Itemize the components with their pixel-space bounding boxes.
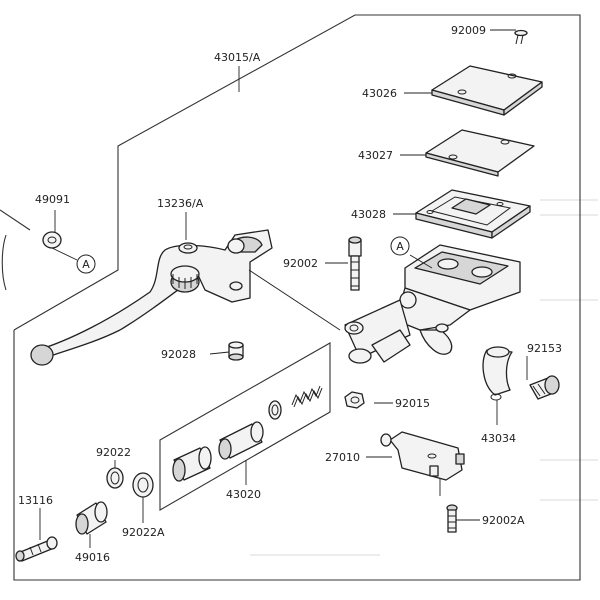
label-screw-top: 92009 — [451, 24, 486, 37]
clamp-bolt-92153 — [529, 375, 560, 400]
label-boot: 49016 — [75, 551, 110, 564]
part-labels: 43015/A 92009 43026 43027 43028 49091 13… — [18, 24, 562, 564]
nut-92015 — [344, 391, 365, 409]
pivot-bolt-92002 — [348, 236, 362, 291]
label-bolt-clamp: 92153 — [527, 342, 562, 355]
boot-49016 — [75, 501, 108, 535]
label-plate: 43027 — [358, 149, 393, 162]
label-nut-pivot: 92028 — [161, 348, 196, 361]
label-clamp: 43034 — [481, 432, 516, 445]
callout-a-left-label: A — [82, 258, 90, 271]
spring-92015 — [291, 385, 323, 408]
label-piston-kit: 43020 — [226, 488, 261, 501]
label-rod: 13116 — [18, 494, 53, 507]
background-ghost-text — [250, 199, 598, 556]
brake-lever-13236a — [30, 229, 273, 366]
switch-27010 — [380, 431, 465, 481]
label-switch: 27010 — [325, 451, 360, 464]
callout-a-right: A — [390, 236, 410, 256]
callout-a-right-label: A — [396, 240, 404, 253]
master-cylinder-body — [344, 244, 521, 364]
label-spring-nut: 92015 — [395, 397, 430, 410]
label-circlip: 92022 — [96, 446, 131, 459]
assembly-frame — [0, 14, 581, 581]
leader-lines — [39, 29, 528, 548]
label-ring-left: 49091 — [35, 193, 70, 206]
circlip-92022 — [106, 467, 124, 489]
label-washer: 92022A — [122, 526, 165, 539]
label-screw-switch: 92002A — [482, 514, 525, 527]
screw-92009 — [514, 29, 528, 45]
rod-13116 — [15, 536, 58, 562]
ring-49091 — [42, 231, 62, 249]
diaphragm-43028 — [415, 189, 531, 239]
callout-a-left: A — [76, 254, 96, 274]
reservoir-plate-43027 — [425, 129, 535, 177]
screw-92002a — [446, 504, 458, 533]
nut-92028 — [228, 341, 244, 361]
piston-kit-43020 — [172, 400, 282, 482]
reservoir-cap-43026 — [431, 65, 543, 116]
label-diaphragm: 43028 — [351, 208, 386, 221]
label-cap: 43026 — [362, 87, 397, 100]
label-bolt-pivot: 92002 — [283, 257, 318, 270]
clamp-43034 — [482, 346, 513, 401]
label-lever-pivot: 13236/A — [157, 197, 204, 210]
washer-92022a — [132, 472, 154, 498]
label-assembly-main: 43015/A — [214, 51, 261, 64]
